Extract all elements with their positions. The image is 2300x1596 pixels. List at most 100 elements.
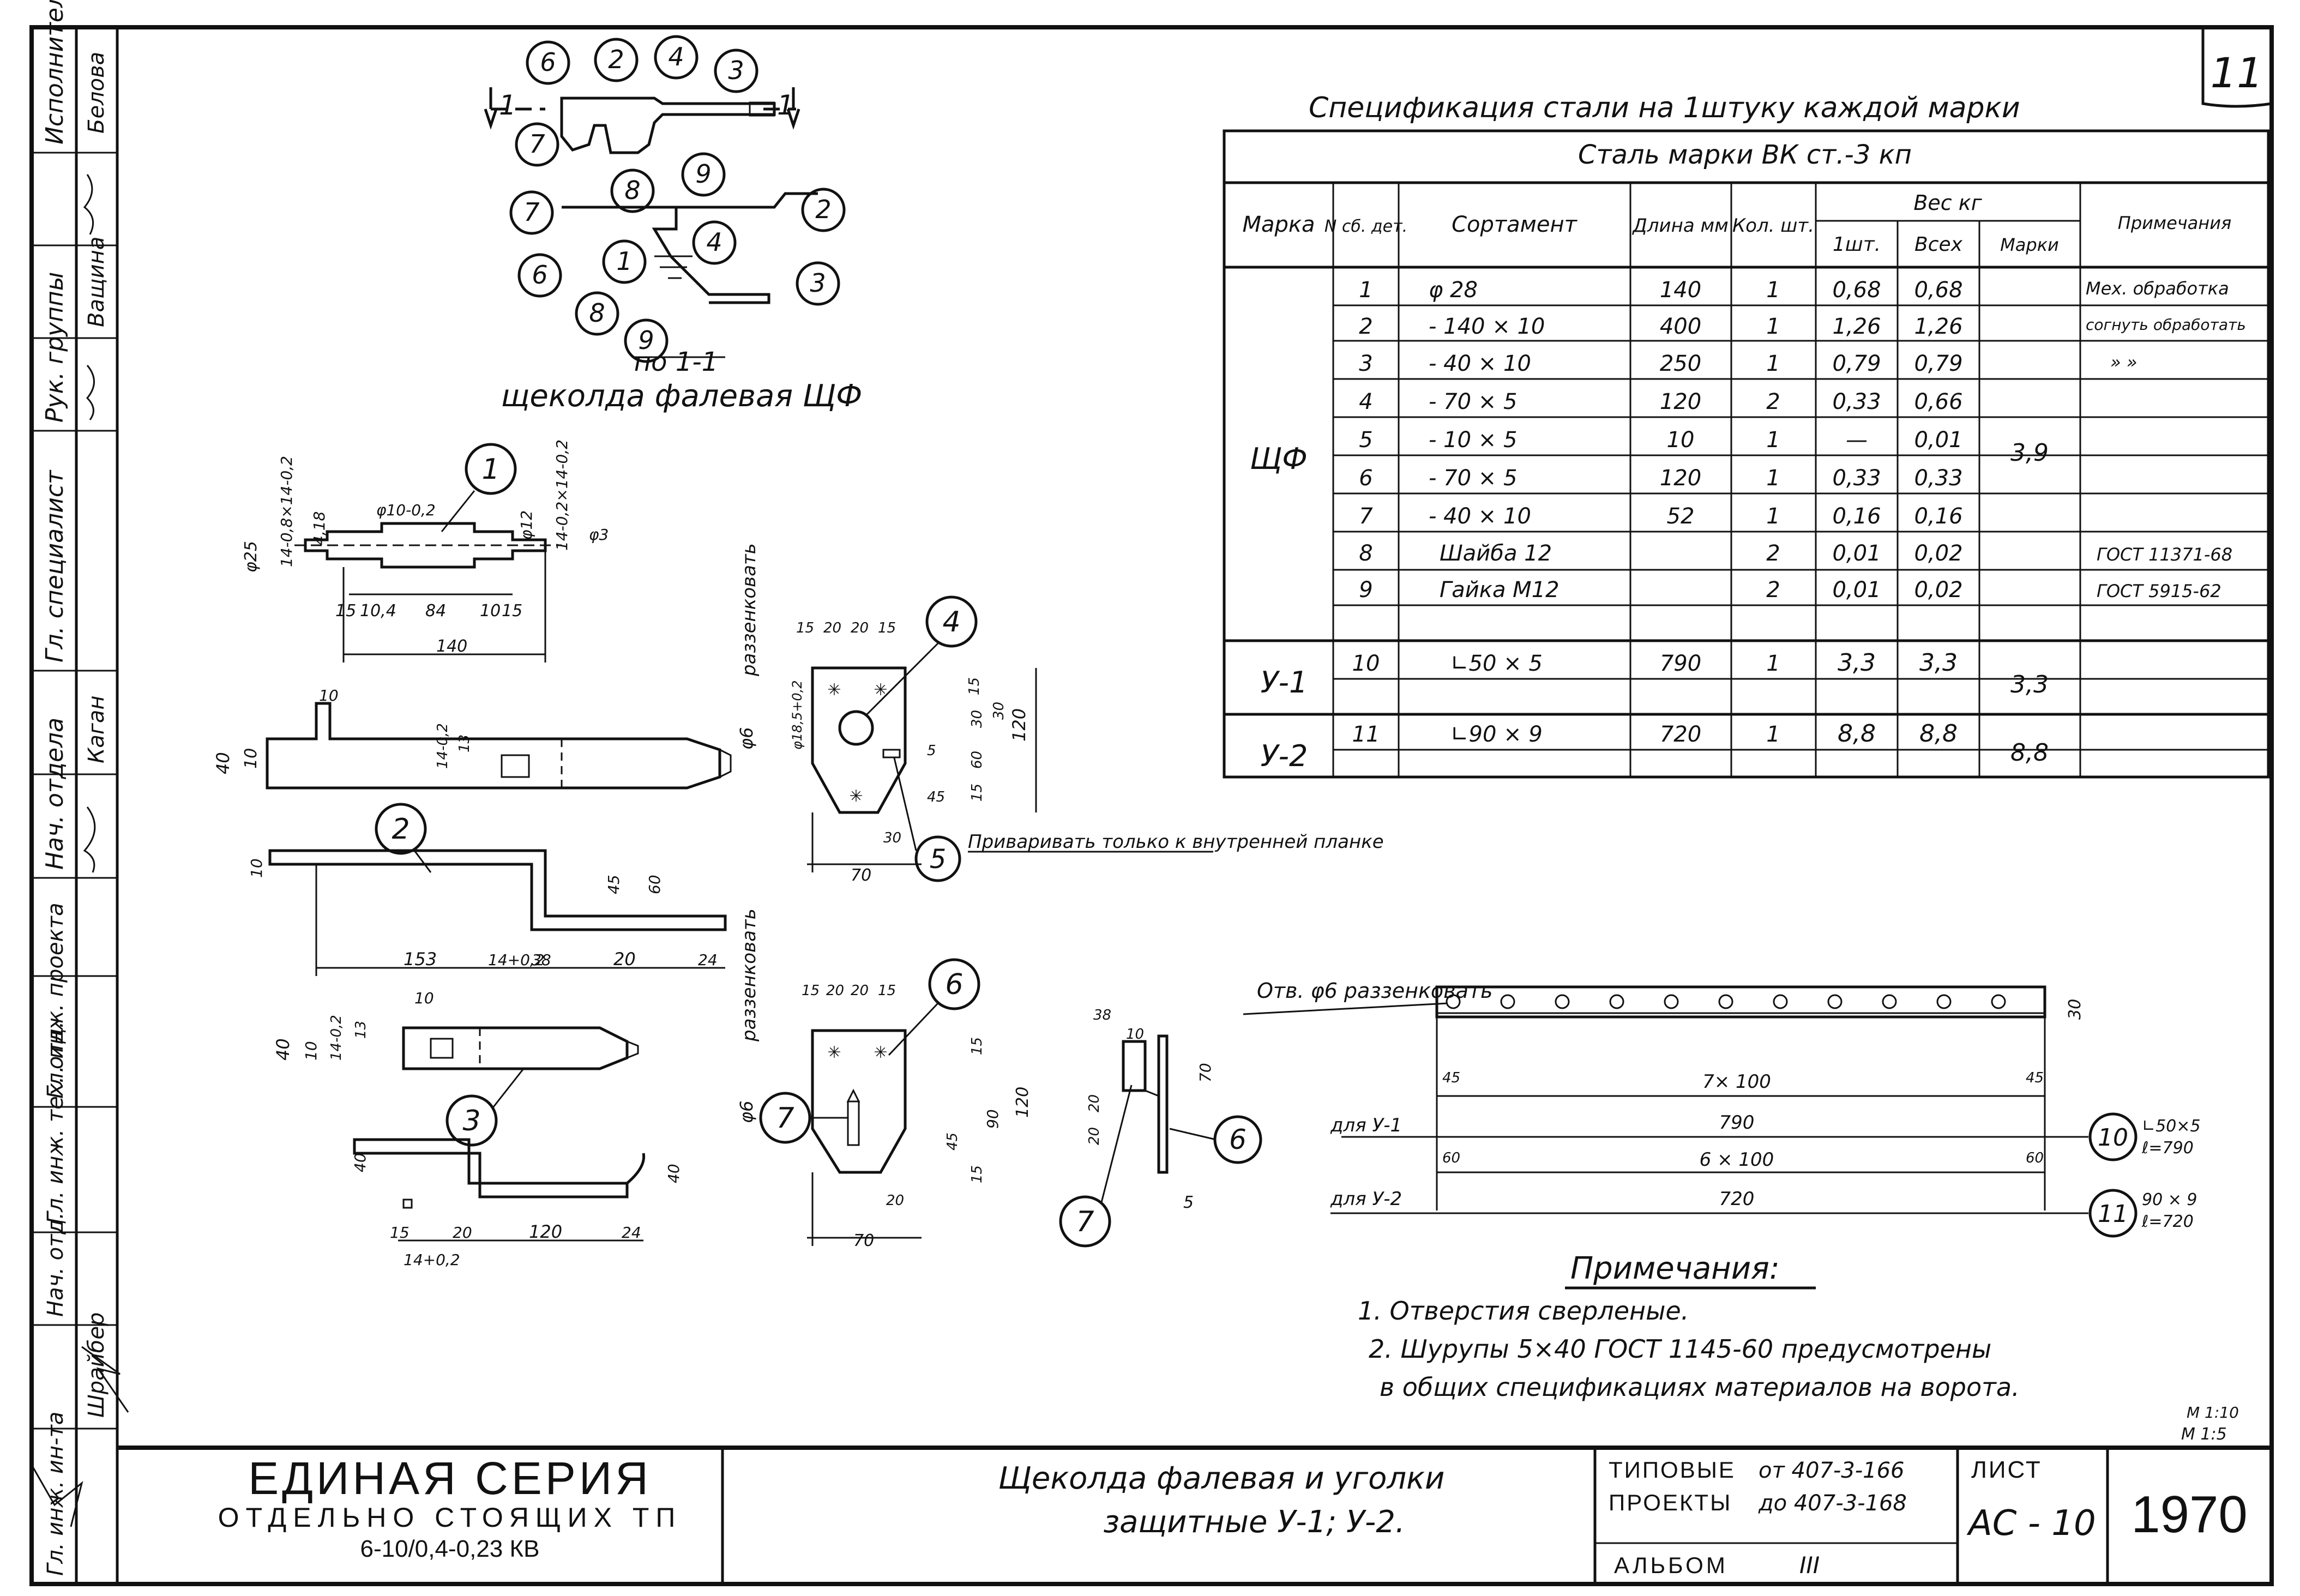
row-sort: - 40 × 10 (1429, 351, 1531, 376)
callout-6: 6 (540, 47, 556, 77)
dim: φ6 (736, 727, 757, 750)
dim: 720 (1719, 1188, 1755, 1210)
dim: 45 (1442, 1070, 1460, 1086)
callout-2-side: 2 (815, 195, 831, 224)
dim: 20 (851, 983, 869, 999)
dim: 70 (1196, 1063, 1214, 1082)
scale-2: М 1:5 (2181, 1425, 2227, 1444)
row-mark: У-1 (1261, 665, 1308, 700)
dim: 13 (456, 734, 473, 752)
spec-row: 2 - 140 × 10 400 1 1,26 1,26 согнуть обр… (1359, 314, 2246, 339)
hdr-w-one: 1шт. (1833, 233, 1881, 256)
row-sort: φ 28 (1429, 278, 1478, 303)
spec-row-u2: У-2 11 ∟90 × 9 720 1 8,8 8,8 8,8 (1261, 720, 2049, 773)
dim: 20 (613, 949, 636, 969)
hdr-assortment: Сортамент (1452, 212, 1578, 237)
row-sort: Гайка М12 (1440, 577, 1560, 603)
part3-callout: 3 (462, 1105, 480, 1137)
svg-text:✳: ✳ (849, 787, 863, 806)
u2-section: 90 × 9 (2142, 1190, 2197, 1209)
stamp-role-2: Рук. группы (41, 272, 69, 423)
part-7-bracket: 6 7 38 10 70 20 20 5 (1059, 1007, 1262, 1248)
spec-row: 6 - 70 × 5 120 1 0,33 0,33 (1359, 466, 1962, 491)
dim: 40 (273, 1038, 293, 1061)
callout-2: 2 (608, 45, 624, 74)
part6-callout: 6 (945, 968, 963, 1001)
row-qty: 1 (1766, 314, 1780, 339)
dim: 14-0,2×14-0,2 (553, 439, 571, 551)
u2-length: ℓ=720 (2141, 1212, 2194, 1231)
part1-callout: 1 (481, 453, 499, 486)
stamp-role-7: Нач. отд. (43, 1212, 68, 1317)
year: 1970 (2131, 1485, 2248, 1544)
row-w1: 0,01 (1832, 577, 1881, 603)
dim: 10 (248, 858, 266, 878)
weld-note-line1: Приваривать только к внутренней планке (968, 831, 1384, 853)
hdr-w-mark: Марки (2000, 234, 2059, 255)
section-mark-right: 1 (777, 89, 794, 121)
part-1-pin: 1 φ25 14-0,8×14-0,2 4,18 φ10-0,2 φ12 14-… (242, 439, 609, 663)
row-mark: У-2 (1261, 739, 1308, 773)
dim: 15 (390, 1224, 410, 1242)
u1-length: ℓ=790 (2141, 1139, 2194, 1158)
dim: 40 (351, 1153, 369, 1172)
spec-row: 1 φ 28 140 1 0,68 0,68 Мех. обработка (1359, 278, 2229, 303)
proj-label: ПРОЕКТЫ (1609, 1490, 1732, 1515)
note-1: 1. Отверстия сверленые. (1358, 1296, 1689, 1326)
row-wa: 1,26 (1914, 314, 1962, 339)
latch-assembly-top: 1 1 по 1-1 щеколда фалевая ЩФ (484, 87, 862, 414)
dim: 30 (883, 830, 901, 846)
dim: 140 (436, 637, 467, 656)
row-w1: 8,8 (1838, 720, 1876, 748)
dim: 14-0,8×14-0,2 (278, 456, 296, 567)
row-note: » » (2110, 352, 2138, 372)
callout-10: 10 (2098, 1124, 2128, 1152)
dim: 14+0,2 (488, 951, 545, 969)
list-label: ЛИСТ (1971, 1456, 2042, 1483)
callout-7: 7 (529, 129, 545, 159)
part-3-strip: 3 10 40 10 14-0,2 13 40 15 20 120 24 14+… (273, 989, 683, 1269)
callout-4-side: 4 (706, 227, 722, 257)
spec-row: 4 - 70 × 5 120 2 0,33 0,66 (1359, 389, 1962, 414)
dim: 14-0,2 (328, 1015, 345, 1061)
dim: 15 (969, 1165, 985, 1183)
row-len: 400 (1660, 314, 1701, 339)
dim: 20 (826, 983, 844, 999)
row-len: 10 (1667, 427, 1695, 453)
row-note: согнуть обработать (2086, 316, 2246, 334)
dim: φ3 (589, 526, 609, 544)
row-qty: 2 (1766, 389, 1780, 414)
countersink-label: раззенковать (738, 908, 760, 1042)
spec-title: Спецификация стали на 1штуку каждой марк… (1309, 92, 2020, 124)
row-qty: 1 (1766, 504, 1780, 529)
dim: 30 (969, 710, 985, 728)
stamp-role-4: Нач. отдела (41, 718, 69, 870)
dim: 15 (969, 1037, 985, 1055)
dim: 30 (2066, 999, 2085, 1020)
u2-label: для У-2 (1330, 1188, 1402, 1210)
row-qty: 1 (1766, 466, 1780, 491)
dim: 120 (1009, 708, 1029, 742)
dim: 14+0,2 (404, 1251, 460, 1269)
part6-callout-7: 7 (776, 1102, 794, 1135)
stamp-name-1: Белова (84, 52, 109, 134)
dim: 15 (878, 620, 896, 636)
part7-callout-6: 6 (1229, 1124, 1247, 1155)
dim: 10 (1126, 1026, 1144, 1043)
row-sort: - 140 × 10 (1429, 314, 1545, 339)
dim: 45 (927, 789, 945, 805)
dim: 70 (853, 1231, 874, 1250)
drawing-title-1: Щеколда фалевая и уголки (998, 1461, 1445, 1496)
dim: 60 (646, 875, 664, 894)
row-wa: 3,3 (1919, 649, 1958, 677)
dim: φ12 (517, 510, 535, 540)
series-title: ЕДИНАЯ СЕРИЯ (248, 1453, 652, 1504)
dim: 6 × 100 (1700, 1149, 1774, 1171)
dim: 10 (302, 1041, 320, 1061)
dim: 60 (969, 751, 985, 769)
dim: 15 (878, 983, 896, 999)
row-qty: 1 (1766, 278, 1780, 303)
row-wm: 3,3 (2010, 671, 2049, 698)
callout-9-side: 9 (638, 326, 654, 355)
row-qty: 1 (1766, 427, 1780, 453)
